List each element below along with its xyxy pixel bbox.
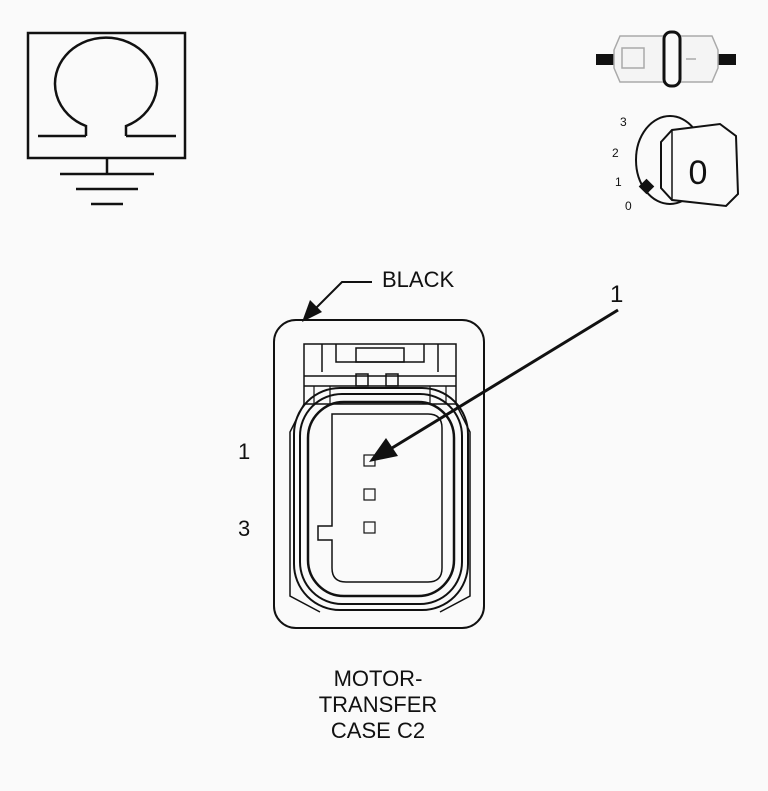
connector-color-label: BLACK [382,267,454,292]
pin-cavity-3 [363,521,376,534]
ignition-position-1: 1 [615,175,622,189]
ground-omega-icon [26,31,187,206]
caption-line-2: TRANSFER [318,692,438,717]
color-leader: BLACK [302,267,454,322]
caption-line-3: CASE C2 [330,718,426,743]
pin-label-1: 1 [238,439,250,464]
inline-connector-icon [596,30,736,88]
connector-body [273,319,485,629]
pin-cavity-2 [363,488,376,501]
ignition-position-2: 2 [612,146,619,160]
ignition-position-3: 3 [620,115,627,129]
callout-leader: 1 [369,281,623,462]
ignition-key-icon: 3 2 1 0 0 [612,115,740,213]
caption-line-1: MOTOR- [333,666,423,691]
pin-label-3: 3 [238,516,250,541]
ignition-position-0: 0 [625,199,632,213]
key-position-label: 0 [689,154,708,192]
callout-number: 1 [610,281,623,308]
connector-caption: MOTOR- TRANSFER CASE C2 [228,666,528,744]
